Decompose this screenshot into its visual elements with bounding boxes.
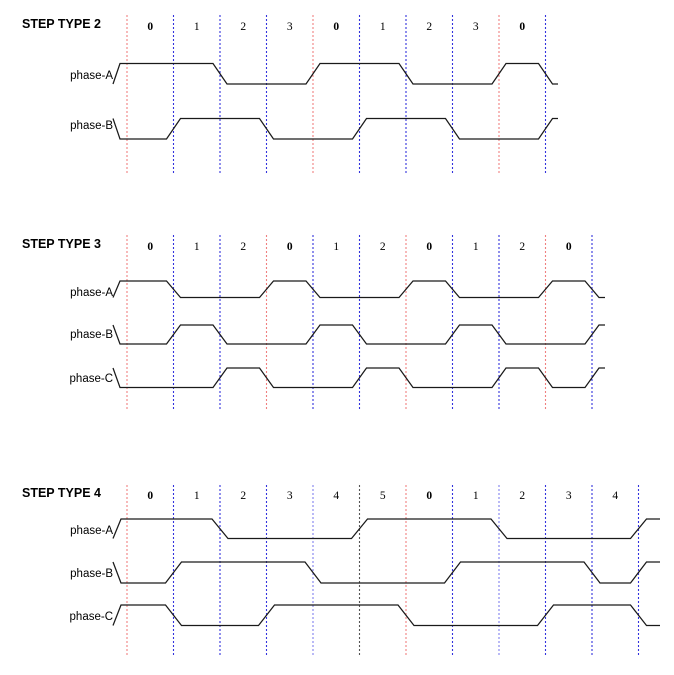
phase-label-phase-A: phase-A: [70, 70, 113, 82]
step-number: 1: [380, 21, 386, 33]
waveform-phase-A: [112, 62, 558, 85]
waveform-phase-C: [112, 367, 605, 389]
step-number: 0: [566, 241, 572, 253]
step-number: 0: [426, 490, 432, 502]
section-step-type-3: STEP TYPE 3 0 1 2 0 1 2 0 1 2 0 phase-A phase-B phase…: [22, 235, 605, 410]
step-number: 2: [426, 21, 432, 33]
section-step-type-4: STEP TYPE 4 0 1 2 3 4 5 0 1 2 3 4 phase-A phase-B phas…: [22, 485, 660, 655]
phase-label-phase-B: phase-B: [70, 329, 113, 341]
step-number: 5: [380, 490, 386, 502]
step-number: 0: [147, 490, 153, 502]
section-title: STEP TYPE 4: [22, 486, 101, 500]
step-number: 0: [519, 21, 525, 33]
step-number: 3: [287, 21, 293, 33]
step-number: 3: [566, 490, 572, 502]
phase-label-phase-C: phase-C: [70, 611, 113, 623]
step-number: 2: [380, 241, 386, 253]
phase-label-phase-B: phase-B: [70, 120, 113, 132]
waveform-phase-B: [112, 117, 558, 140]
phase-label-phase-B: phase-B: [70, 568, 113, 580]
step-number: 2: [240, 21, 246, 33]
step-number: 3: [287, 490, 293, 502]
step-number: 3: [473, 21, 479, 33]
step-number: 1: [473, 241, 479, 253]
step-number: 0: [426, 241, 432, 253]
step-number: 4: [333, 490, 339, 502]
step-number: 2: [519, 490, 525, 502]
step-number: 2: [240, 241, 246, 253]
section-step-type-2: STEP TYPE 2 0 1 2 3 0 1 2 3 0 phase-A phase-B: [22, 15, 558, 175]
waveform-phase-B: [112, 324, 605, 345]
step-number: 1: [473, 490, 479, 502]
step-number: 0: [333, 21, 339, 33]
step-number: 2: [240, 490, 246, 502]
phase-label-phase-A: phase-A: [70, 287, 113, 299]
section-title: STEP TYPE 2: [22, 17, 101, 31]
waveform-phase-A: [112, 280, 605, 299]
step-number: 4: [612, 490, 618, 502]
step-number: 0: [147, 241, 153, 253]
waveform-phase-C: [112, 604, 660, 627]
step-number: 1: [333, 241, 339, 253]
step-number: 1: [194, 490, 200, 502]
waveform-phase-B: [112, 561, 660, 584]
step-number: 0: [287, 241, 293, 253]
step-number: 1: [194, 21, 200, 33]
phase-label-phase-A: phase-A: [70, 525, 113, 537]
waveform-phase-A: [112, 518, 660, 540]
step-number: 1: [194, 241, 200, 253]
step-number: 2: [519, 241, 525, 253]
step-number: 0: [147, 21, 153, 33]
section-title: STEP TYPE 3: [22, 237, 101, 251]
phase-label-phase-C: phase-C: [70, 373, 113, 385]
